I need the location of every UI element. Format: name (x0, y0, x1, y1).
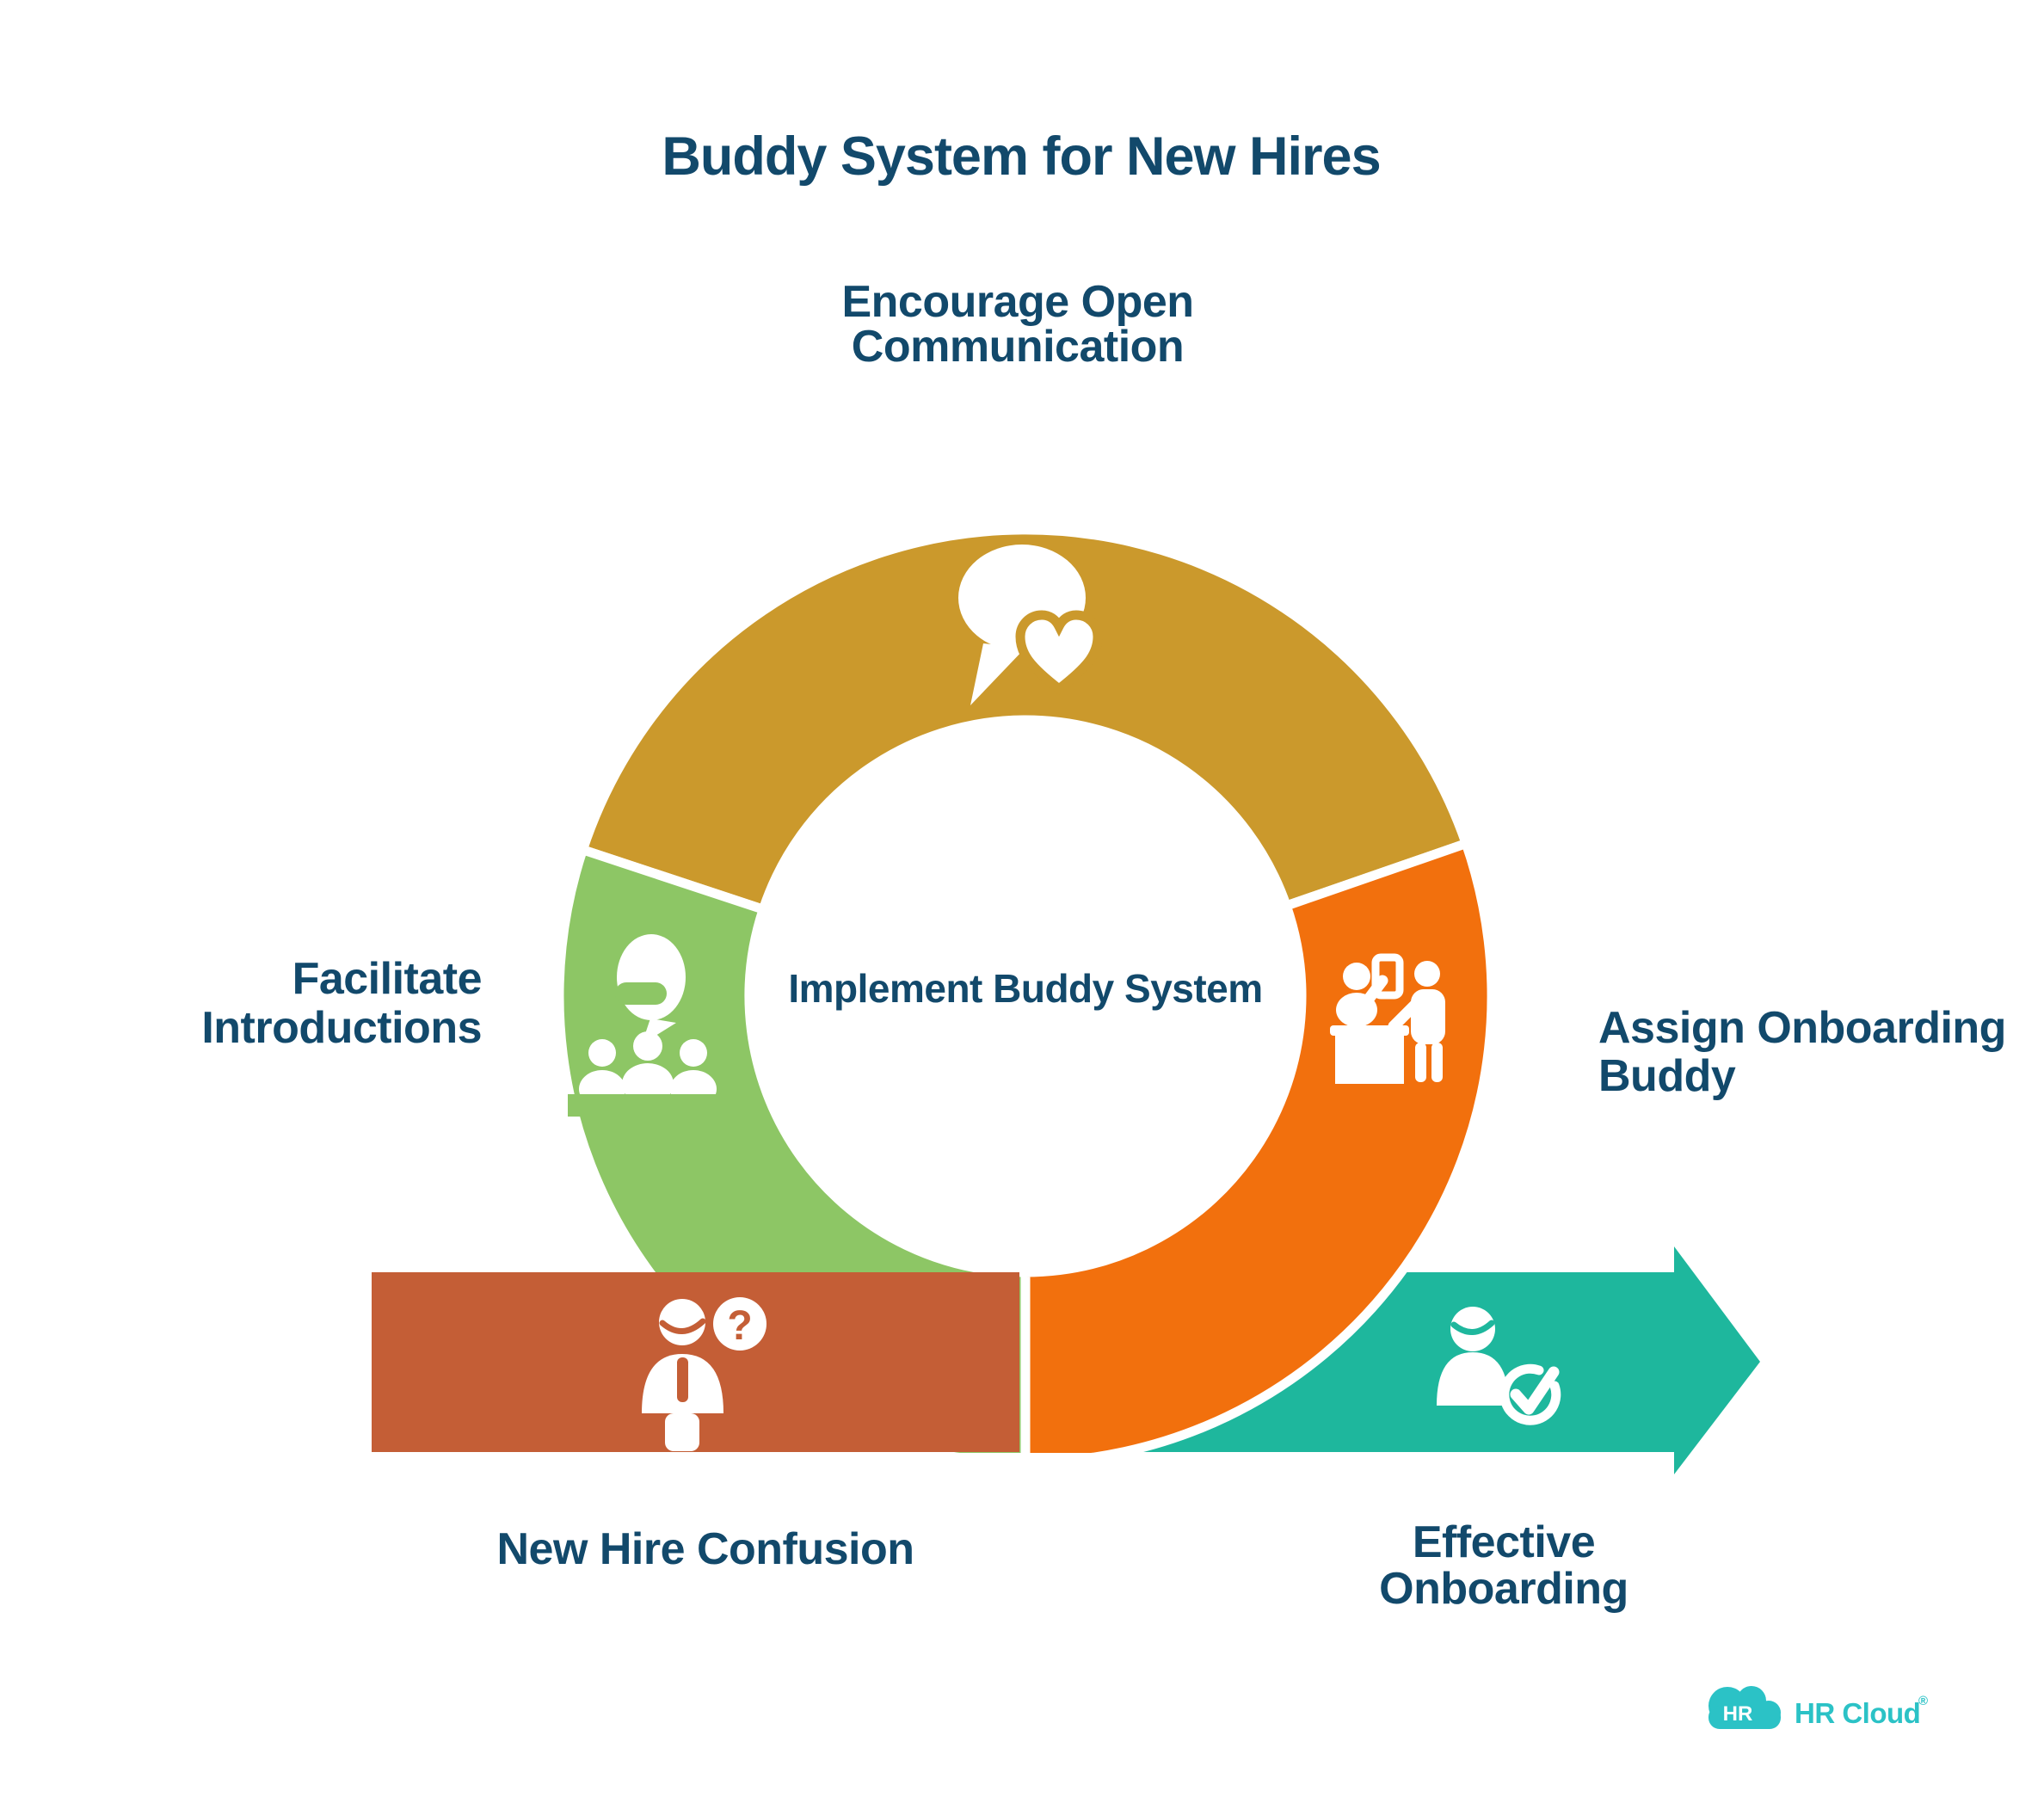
confused-person-icon: ? (642, 1297, 766, 1451)
segment-encourage-open-communication (576, 525, 1473, 916)
reception-desk-icon (1330, 953, 1445, 1084)
person-checkmark-icon (1437, 1307, 1561, 1425)
page-title: Buddy System for New Hires (662, 126, 1380, 187)
chat-heart-icon (958, 545, 1103, 705)
label-assign-onboarding-buddy-line2: Buddy (1598, 1051, 1736, 1101)
label-encourage-open-communication-line2: Communication (852, 322, 1184, 372)
hr-badge-label: HR (1723, 1702, 1753, 1726)
label-effective-onboarding-line2: Onboarding (1379, 1564, 1628, 1614)
question-glyph: ? (727, 1303, 752, 1349)
label-facilitate-introductions-line2: Introductions (201, 1003, 482, 1053)
hr-cloud-icon: HR (1708, 1686, 1781, 1729)
label-new-hire-confusion: New Hire Confusion (496, 1524, 914, 1574)
label-facilitate-introductions-line1: Facilitate (292, 954, 482, 1004)
label-encourage-open-communication-line1: Encourage Open (841, 277, 1193, 327)
label-assign-onboarding-buddy-line1: Assign Onboarding (1598, 1003, 2006, 1053)
brand-name: HR Cloud (1795, 1697, 1920, 1729)
ring-bottom-clip (860, 1453, 1230, 1472)
presenter-audience-icon (568, 934, 733, 1117)
hr-cloud-logo[interactable]: HR HR Cloud ® (1708, 1686, 1928, 1729)
center-label: Implement Buddy System (788, 966, 1262, 1011)
registered-mark: ® (1918, 1694, 1928, 1708)
label-effective-onboarding-line1: Effective (1413, 1517, 1595, 1567)
